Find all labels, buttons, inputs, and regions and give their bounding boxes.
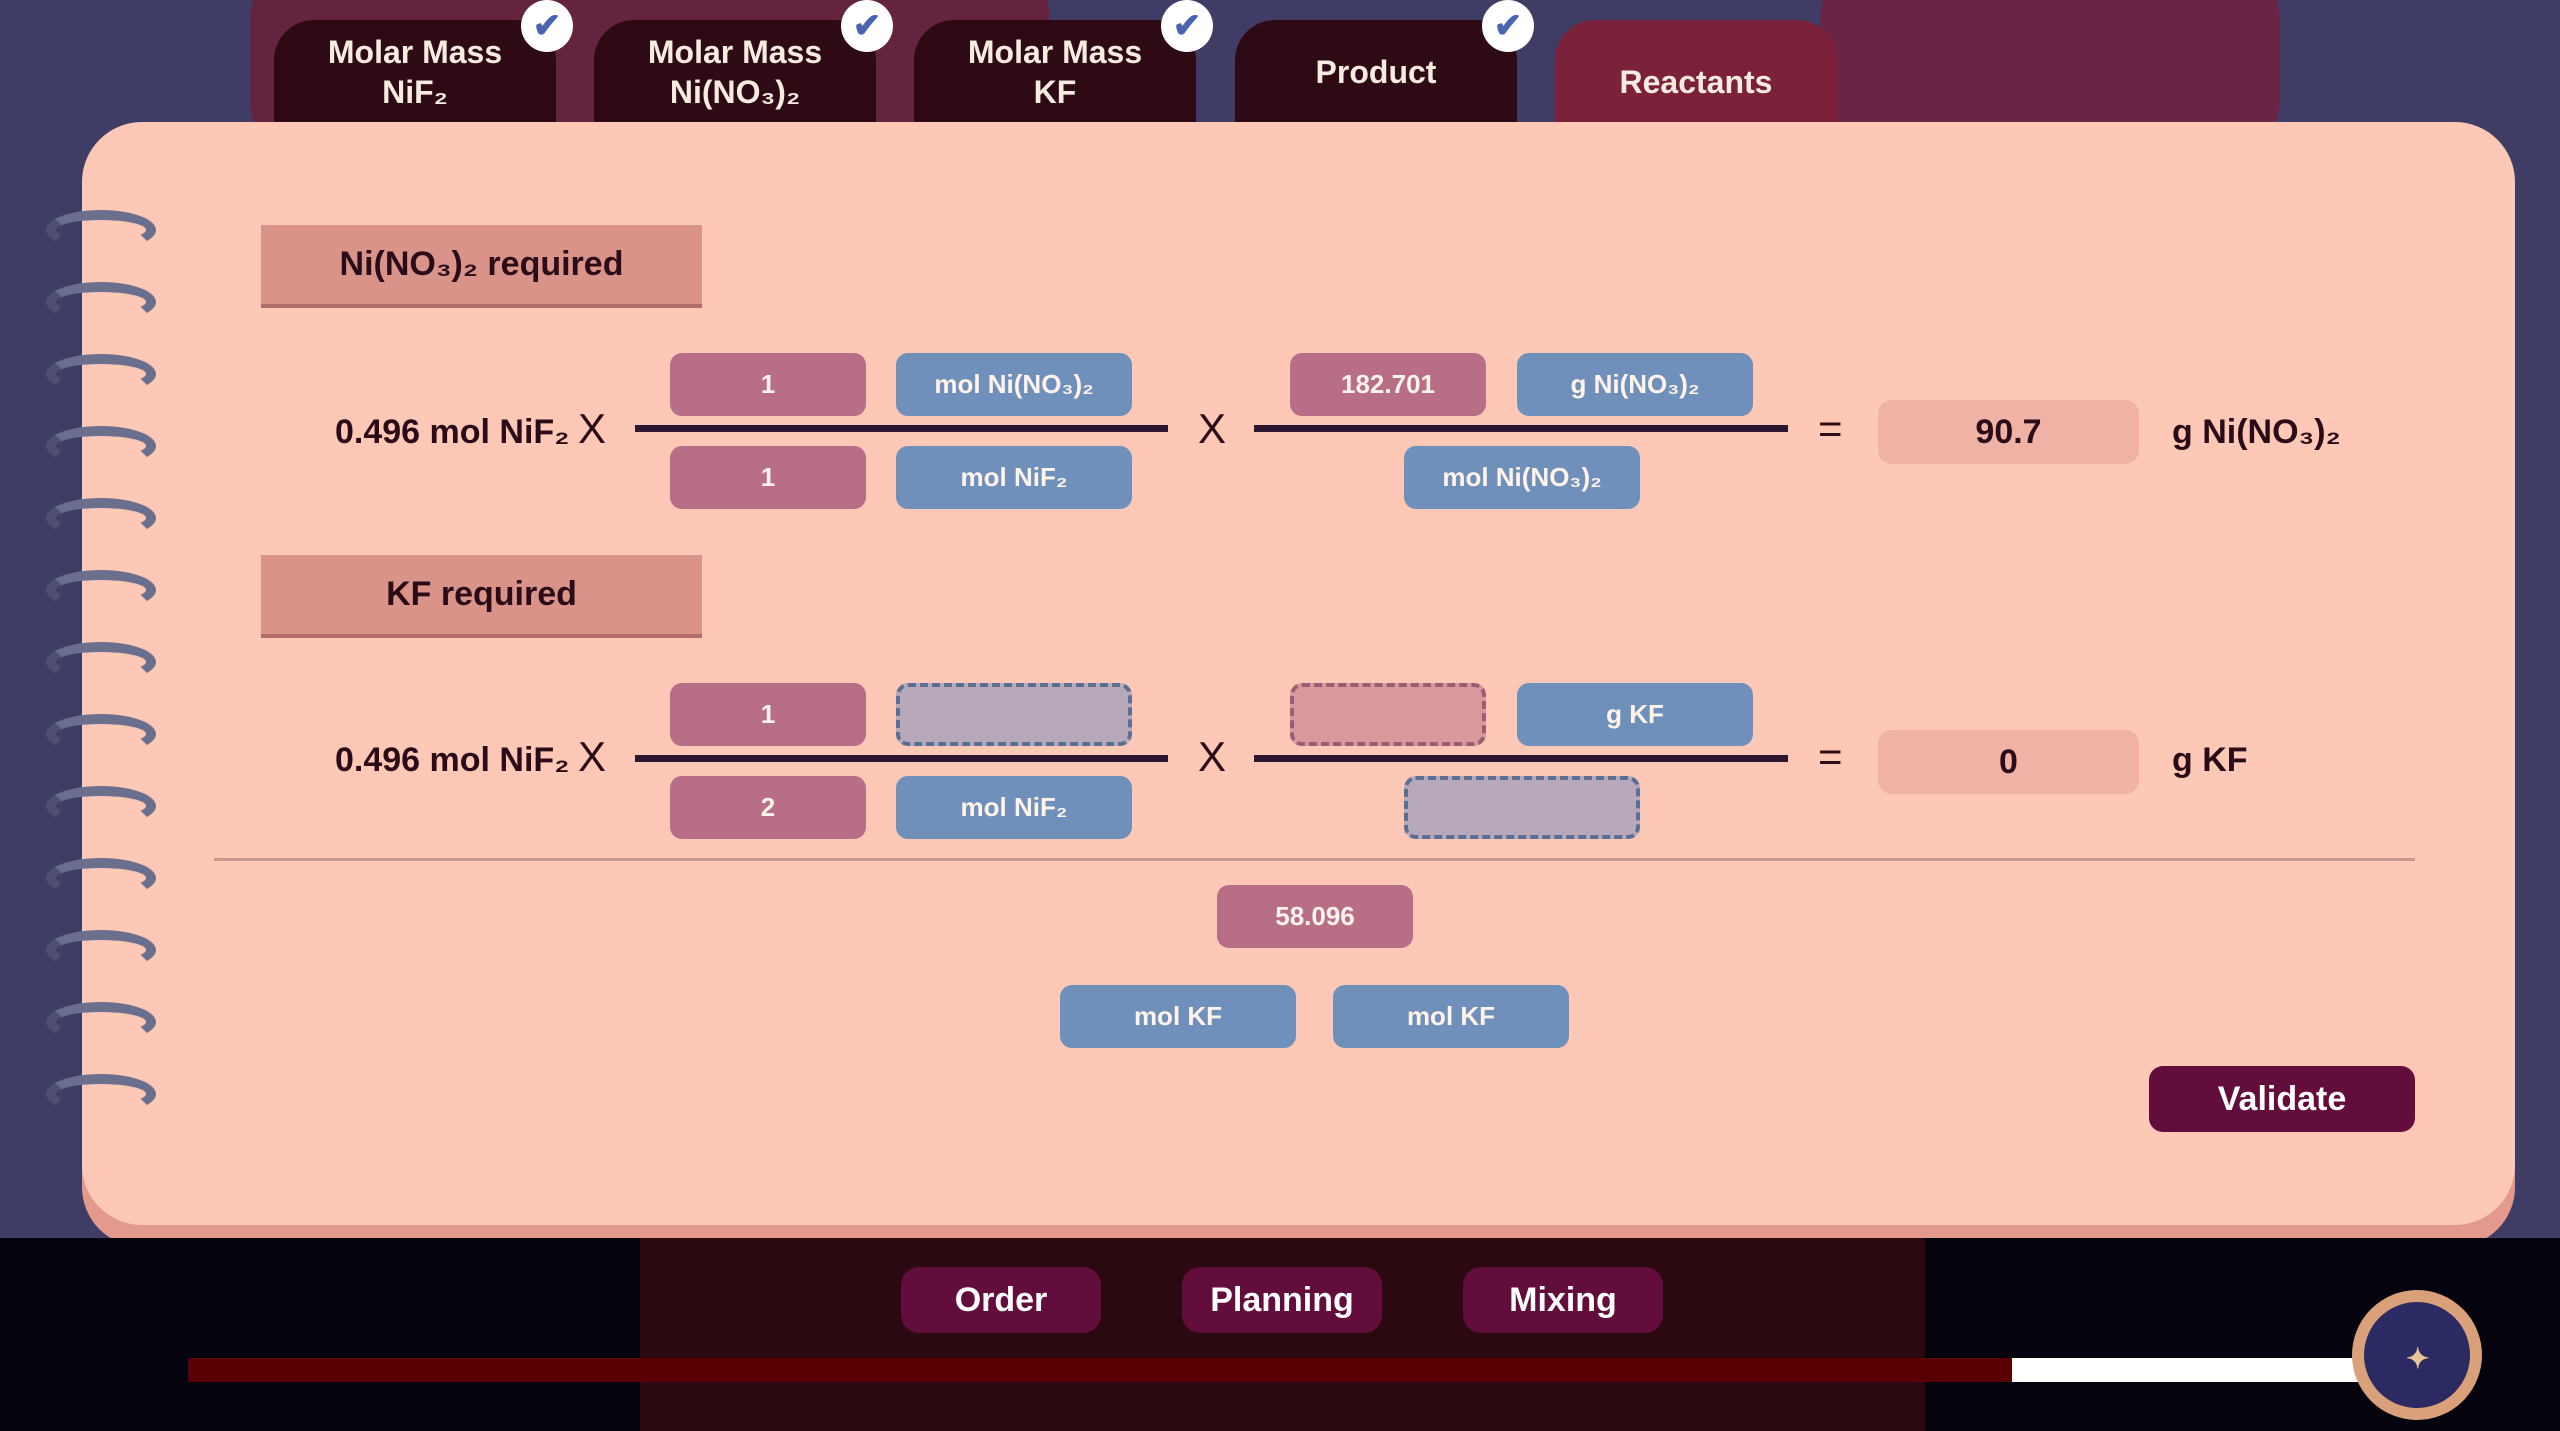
tile-unit[interactable]: mol KF bbox=[1333, 985, 1569, 1048]
section-title-kf: KF required bbox=[261, 555, 702, 634]
check-icon: ✔ bbox=[1161, 0, 1213, 52]
nav-order-button[interactable]: Order bbox=[901, 1267, 1101, 1333]
notebook-panel bbox=[82, 122, 2515, 1225]
spiral-ring bbox=[46, 786, 156, 826]
check-icon: ✔ bbox=[841, 0, 893, 52]
factor2-denominator-unit[interactable]: mol Ni(NO₃)₂ bbox=[1404, 446, 1640, 509]
multiply-sign: X bbox=[1198, 405, 1227, 452]
spiral-ring bbox=[46, 426, 156, 466]
given-quantity: 0.496 mol NiF₂ bbox=[335, 741, 570, 779]
factor1-numerator-value[interactable]: 1 bbox=[670, 353, 866, 416]
section-title-nino3: Ni(NO₃)₂ required bbox=[261, 225, 702, 304]
spiral-ring bbox=[46, 570, 156, 610]
fraction-bar bbox=[1254, 425, 1788, 432]
spiral-ring bbox=[46, 642, 156, 682]
factor1-denominator-unit[interactable]: mol NiF₂ bbox=[896, 446, 1132, 509]
tab-2[interactable]: Molar Mass KF bbox=[914, 20, 1196, 124]
result-unit: g Ni(NO₃)₂ bbox=[2172, 413, 2341, 451]
factor2-numerator-unit[interactable]: g KF bbox=[1517, 683, 1753, 746]
spiral-ring bbox=[46, 930, 156, 970]
fraction-bar bbox=[635, 755, 1168, 762]
multiply-sign: X bbox=[578, 405, 607, 452]
multiply-sign: X bbox=[578, 733, 607, 780]
spiral-ring bbox=[46, 1074, 156, 1114]
spiral-ring bbox=[46, 354, 156, 394]
divider bbox=[214, 858, 2415, 861]
equals-sign: = bbox=[1818, 733, 1843, 780]
tab-3[interactable]: Product bbox=[1235, 20, 1517, 124]
equals-sign: = bbox=[1818, 405, 1843, 452]
nav-mixing-button[interactable]: Mixing bbox=[1463, 1267, 1663, 1333]
stopwatch-icon: ✦ bbox=[2352, 1290, 2482, 1420]
timer-progress-fill bbox=[188, 1358, 2013, 1382]
check-icon: ✔ bbox=[1482, 0, 1534, 52]
tab-1[interactable]: Molar Mass Ni(NO₃)₂ bbox=[594, 20, 876, 124]
spiral-ring bbox=[46, 498, 156, 538]
factor1-numerator-value[interactable]: 1 bbox=[670, 683, 866, 746]
spiral-ring bbox=[46, 1002, 156, 1042]
multiply-sign: X bbox=[1198, 733, 1227, 780]
factor1-numerator-unit-slot[interactable] bbox=[896, 683, 1132, 746]
factor1-denominator-value[interactable]: 1 bbox=[670, 446, 866, 509]
result-value: 0 bbox=[1878, 730, 2139, 794]
spiral-ring bbox=[46, 858, 156, 898]
tab-0[interactable]: Molar Mass NiF₂ bbox=[274, 20, 556, 124]
nav-planning-button[interactable]: Planning bbox=[1182, 1267, 1382, 1333]
factor1-denominator-value[interactable]: 2 bbox=[670, 776, 866, 839]
factor2-numerator-value-slot[interactable] bbox=[1290, 683, 1486, 746]
spiral-ring bbox=[46, 282, 156, 322]
timer-progress-bar bbox=[188, 1358, 2360, 1382]
spiral-ring bbox=[46, 714, 156, 754]
fraction-bar bbox=[635, 425, 1168, 432]
check-icon: ✔ bbox=[521, 0, 573, 52]
tile-unit[interactable]: mol KF bbox=[1060, 985, 1296, 1048]
result-unit: g KF bbox=[2172, 741, 2248, 779]
given-quantity: 0.496 mol NiF₂ bbox=[335, 413, 570, 451]
result-value: 90.7 bbox=[1878, 400, 2139, 464]
tile-value[interactable]: 58.096 bbox=[1217, 885, 1413, 948]
factor2-denominator-unit-slot[interactable] bbox=[1404, 776, 1640, 839]
factor1-numerator-unit[interactable]: mol Ni(NO₃)₂ bbox=[896, 353, 1132, 416]
factor2-numerator-unit[interactable]: g Ni(NO₃)₂ bbox=[1517, 353, 1753, 416]
validate-button[interactable]: Validate bbox=[2149, 1066, 2415, 1132]
spiral-ring bbox=[46, 210, 156, 250]
factor1-denominator-unit[interactable]: mol NiF₂ bbox=[896, 776, 1132, 839]
fraction-bar bbox=[1254, 755, 1788, 762]
factor2-numerator-value[interactable]: 182.701 bbox=[1290, 353, 1486, 416]
